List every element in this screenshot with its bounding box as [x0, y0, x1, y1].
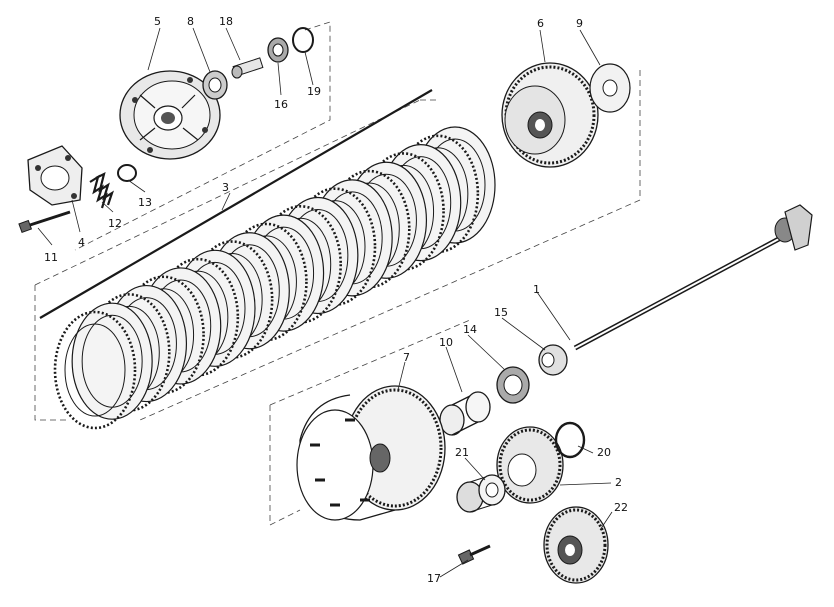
clutch-basket: [296, 385, 446, 521]
plate-stack-bracket: [39, 89, 433, 319]
clutch-plate-inner: [64, 323, 126, 417]
push-pin: [231, 57, 264, 79]
clutch-plate: [71, 302, 153, 420]
secondary-gear: [543, 506, 609, 584]
clutch-hub: [501, 62, 599, 168]
callout-4: 4: [78, 236, 85, 249]
callout-2: 2: [615, 476, 622, 489]
washer-19: [292, 27, 314, 53]
group-boundaries: [34, 21, 641, 526]
callout-labels: 1 2 3 4 5 6 7 8 9 10 11 12 13 14 15 16 1…: [44, 15, 628, 585]
callout-11: 11: [44, 251, 58, 264]
primary-gear: [496, 426, 564, 504]
small-bearing: [267, 37, 289, 63]
sleeve: [439, 391, 491, 436]
callout-19: 19: [307, 85, 321, 98]
ring-20: [554, 421, 586, 459]
pressure-plate: [119, 70, 221, 160]
leader-lines: [37, 27, 613, 578]
thrust-washer: [589, 63, 631, 113]
bolt-long: [18, 210, 71, 234]
callout-9: 9: [576, 17, 583, 30]
callout-6: 6: [537, 17, 544, 30]
push-rod: [573, 204, 813, 351]
callout-5: 5: [154, 15, 161, 28]
callout-8: 8: [187, 15, 194, 28]
callout-18: 18: [219, 15, 233, 28]
callout-12: 12: [108, 217, 122, 230]
callout-17: 17: [427, 572, 441, 585]
bushing-15: [538, 344, 568, 376]
callout-10: 10: [439, 336, 453, 349]
callout-7: 7: [403, 351, 410, 364]
callout-16: 16: [274, 98, 288, 111]
callout-20: 20: [597, 446, 611, 459]
callout-1: 1: [533, 283, 540, 296]
bearing: [202, 70, 228, 100]
spring: [89, 171, 115, 209]
small-washer: [117, 164, 137, 182]
callout-3: 3: [222, 181, 229, 194]
callout-15: 15: [494, 306, 508, 319]
callout-14: 14: [463, 323, 477, 336]
clutch-plate: [53, 310, 137, 430]
needle-bearing: [496, 366, 530, 404]
bolt-short: [457, 544, 491, 565]
callout-13: 13: [138, 196, 152, 209]
callout-21: 21: [455, 446, 469, 459]
bracket-plate: [27, 145, 83, 206]
spacer-21: [456, 474, 506, 513]
clutch-plate-stack: [53, 126, 496, 430]
callout-22: 22: [614, 501, 628, 514]
